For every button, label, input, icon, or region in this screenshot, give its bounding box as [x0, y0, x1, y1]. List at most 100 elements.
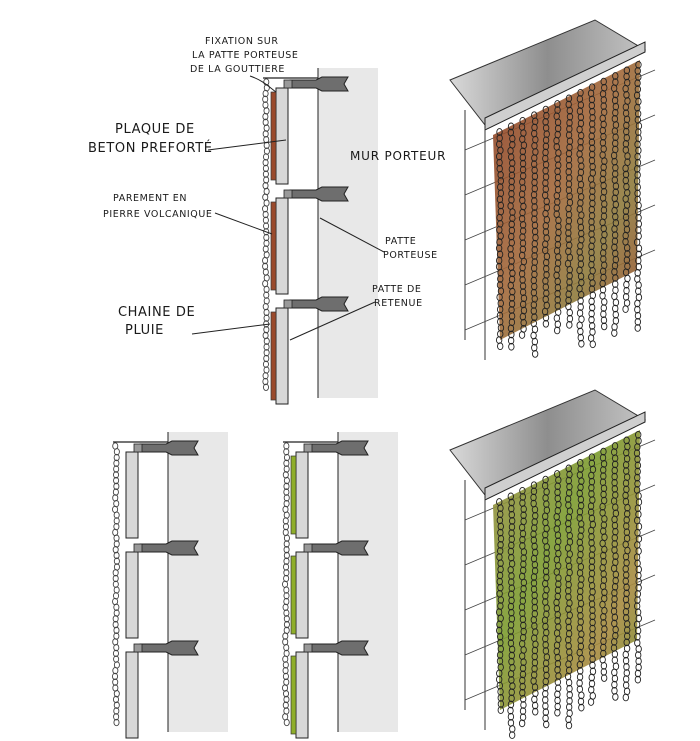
chain-link — [113, 690, 120, 698]
chain-link — [496, 164, 503, 173]
plaque-beton-1 — [295, 451, 309, 539]
chain-link — [635, 492, 642, 500]
chain-link — [531, 197, 538, 205]
chain-link — [589, 545, 596, 553]
chain-link — [634, 443, 641, 451]
chain-link — [634, 183, 641, 192]
chain-link — [532, 640, 539, 649]
leader-chaine — [191, 323, 271, 335]
chain-link — [507, 633, 515, 642]
chain-link — [566, 684, 573, 693]
chain-link — [612, 255, 619, 264]
chain-link — [600, 619, 607, 627]
chain-link — [623, 675, 630, 683]
chain-strand — [599, 77, 608, 331]
chain-link — [263, 285, 270, 294]
chain-link — [262, 205, 269, 213]
chain-link — [588, 526, 595, 535]
chain-link — [543, 215, 551, 224]
chain-link — [600, 249, 607, 257]
chain-link — [263, 239, 270, 247]
chain-link — [519, 300, 527, 309]
chain-link — [496, 681, 503, 690]
chain-link — [633, 553, 641, 562]
patte-1 — [289, 76, 349, 92]
chain-link — [588, 83, 596, 92]
patte-1-bolt — [303, 443, 313, 453]
chain-link — [531, 701, 539, 710]
chain-link — [578, 703, 585, 712]
chain-link — [611, 515, 618, 524]
chain-link — [531, 111, 538, 120]
chain-link — [612, 625, 619, 634]
chain-link — [542, 647, 550, 655]
chain-link — [622, 693, 629, 702]
chain-link — [611, 323, 618, 331]
patte-1-bolt — [133, 443, 143, 453]
chain-link — [497, 540, 504, 549]
chain-link — [530, 493, 537, 502]
chain-link — [635, 651, 642, 659]
chain-link — [634, 675, 642, 684]
chain-link — [519, 276, 526, 284]
chain-link — [589, 236, 596, 245]
chain-link — [634, 632, 641, 641]
chain-link — [634, 158, 642, 167]
wall-mur-porteur — [338, 432, 398, 732]
chain-link — [262, 302, 269, 311]
chain-link — [634, 311, 642, 320]
chain-link — [542, 561, 550, 570]
chain-link — [623, 436, 630, 445]
chain-link — [497, 268, 504, 277]
chain-link — [542, 696, 549, 704]
chain-link — [531, 313, 538, 322]
chain-link — [578, 162, 585, 171]
chain-link — [635, 73, 642, 81]
chain-link — [578, 131, 585, 140]
chain-link — [113, 603, 120, 611]
leader-fixation — [249, 75, 277, 93]
chain-link — [589, 661, 596, 670]
chain-link — [624, 632, 631, 641]
label-patte-retenue-line2: RETENUE — [374, 298, 423, 309]
chain-link — [519, 288, 527, 297]
chain-link — [611, 650, 619, 658]
chain-link — [508, 608, 515, 617]
chain-link — [600, 163, 607, 172]
patte-2-bolt — [133, 543, 143, 553]
chain-link — [508, 676, 515, 684]
chain-link — [612, 102, 620, 111]
chain-link — [576, 321, 583, 330]
chain-link — [588, 211, 596, 220]
chain-link — [565, 290, 572, 299]
chain-link — [589, 144, 596, 153]
chain-link — [496, 281, 504, 289]
chain-strand — [633, 60, 643, 332]
chain-link — [578, 339, 585, 348]
chain-link — [519, 633, 527, 642]
chain-link — [531, 209, 538, 217]
chain-link — [518, 523, 526, 532]
chain-link — [577, 327, 584, 336]
chain-link — [600, 310, 607, 319]
chain-link — [565, 186, 573, 195]
chain-link — [600, 612, 607, 621]
label-patte-porteuse-line1: PATTE — [385, 236, 416, 247]
chain-link — [520, 318, 527, 327]
chain-link — [542, 530, 549, 539]
chain-link — [599, 502, 606, 511]
chain-link — [587, 698, 595, 706]
chain-link — [611, 582, 619, 591]
chain-link — [600, 661, 608, 670]
chain-link — [113, 482, 120, 490]
chaine-de-pluie — [262, 78, 270, 391]
chain-link — [611, 686, 618, 695]
chain-link — [622, 681, 630, 690]
chain-link — [508, 614, 516, 623]
chain-link — [554, 106, 561, 114]
chain-link — [530, 554, 538, 563]
chain-link — [588, 563, 596, 572]
plaque-beton-2 — [275, 197, 289, 295]
chain-link — [519, 282, 527, 290]
chain-link — [589, 120, 596, 128]
